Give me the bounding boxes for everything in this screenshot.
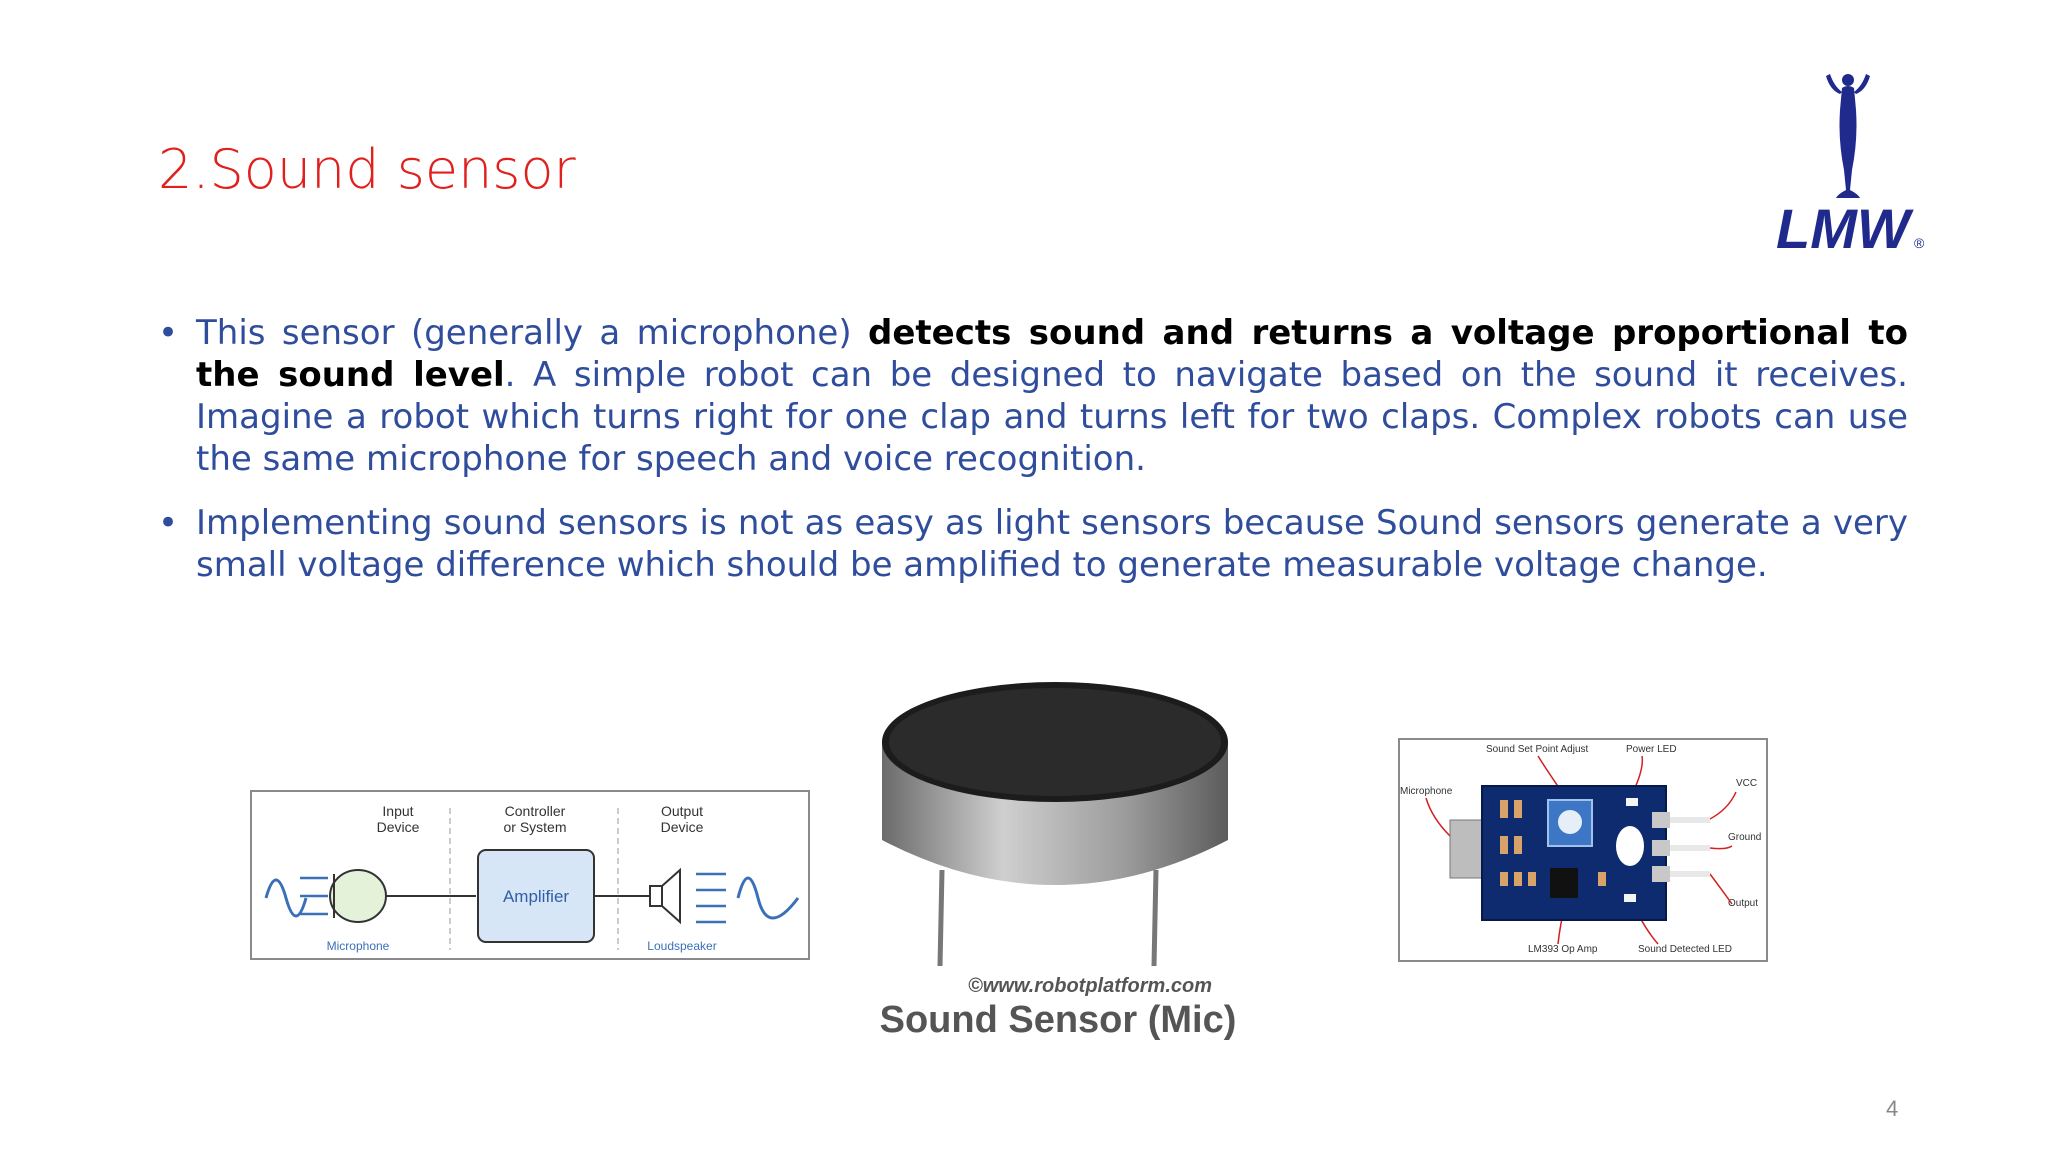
slide-title: 2.Sound sensor <box>158 138 576 201</box>
svg-text:or System: or System <box>503 819 566 835</box>
bullet-item: This sensor (generally a microphone) det… <box>158 312 1908 480</box>
svg-text:Output: Output <box>661 803 703 819</box>
microphone-photo: ©www.robotplatform.com Sound Sensor (Mic… <box>880 682 1237 1041</box>
svg-text:LM393 Op Amp: LM393 Op Amp <box>1528 944 1598 955</box>
bullet-item: Implementing sound sensors is not as eas… <box>158 502 1908 586</box>
svg-text:Ground: Ground <box>1728 832 1761 843</box>
svg-text:Device: Device <box>661 819 704 835</box>
microphone-icon <box>329 869 387 923</box>
svg-text:Input: Input <box>382 803 413 819</box>
svg-text:Power LED: Power LED <box>1626 744 1677 755</box>
logo-text: LMW <box>1776 197 1914 256</box>
svg-text:VCC: VCC <box>1736 778 1757 789</box>
svg-text:Output: Output <box>1728 898 1758 909</box>
watermark: ©www.robotplatform.com <box>968 975 1212 997</box>
registered-mark: ® <box>1914 235 1925 251</box>
svg-text:Controller: Controller <box>505 803 566 819</box>
svg-text:Sound Set Point Adjust: Sound Set Point Adjust <box>1486 744 1589 755</box>
svg-text:Microphone: Microphone <box>1400 786 1453 797</box>
bullet-list: This sensor (generally a microphone) det… <box>158 312 1908 608</box>
svg-text:Loudspeaker: Loudspeaker <box>647 939 716 953</box>
page-number: 4 <box>1886 1096 1899 1121</box>
svg-text:Microphone: Microphone <box>327 939 390 953</box>
sound-system-diagram: Input Device Controller or System Output… <box>250 790 810 960</box>
mic-caption: Sound Sensor (Mic) <box>880 999 1237 1041</box>
svg-text:Amplifier: Amplifier <box>503 887 569 906</box>
figurine-icon <box>1826 74 1870 198</box>
lmw-logo: LMW ® <box>1776 74 1925 256</box>
svg-text:Sound Detected LED: Sound Detected LED <box>1638 944 1732 955</box>
svg-text:Device: Device <box>377 819 420 835</box>
loudspeaker-icon <box>649 867 681 925</box>
sound-sensor-module: Sound Set Point Adjust Power LED Microph… <box>1398 738 1768 962</box>
